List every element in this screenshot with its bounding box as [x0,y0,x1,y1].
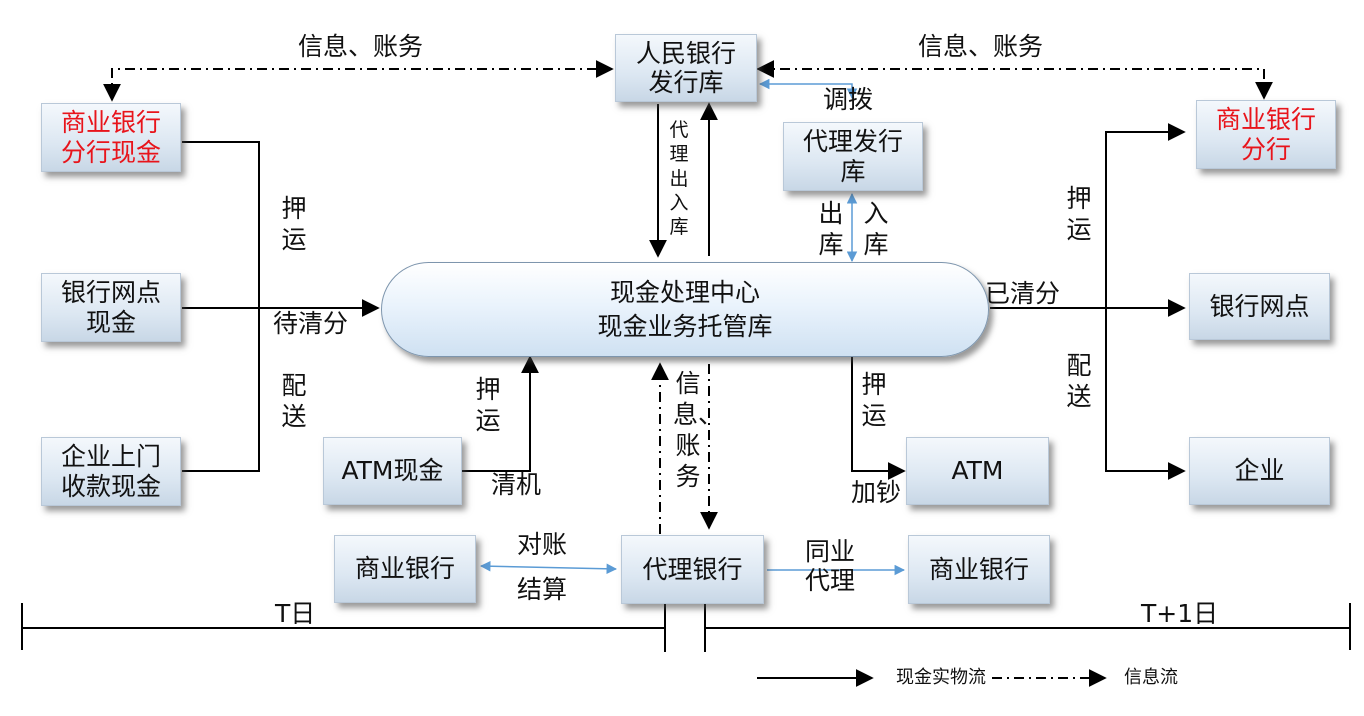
escort-atm-cash-label: 押运 [475,375,501,435]
enterprise: 企业 [1189,437,1330,505]
cb-branch-cash: 商业银行 分行现金 [41,103,181,172]
proxy-issue-vault: 代理发行 库 [783,122,923,191]
t-day-label: T日 [275,599,316,628]
legend-cash-flow: 现金实物流 [896,667,986,688]
info-center-label: 信息、账务 [673,369,724,491]
info-label-right: 信息、账务 [918,32,1044,61]
transfer-arrow [758,78,858,100]
out-label: 出库 [818,199,844,259]
cb-left: 商业银行 [334,535,476,603]
info-flow-right-line [756,60,1273,100]
add-cash-label: 加钞 [851,478,902,507]
right-distribute-bracket [1105,123,1186,308]
corp-collect-cash: 企业上门 收款现金 [41,437,181,506]
add-cash-arrow [851,357,906,480]
outlet-cash: 银行网点 现金 [41,273,181,342]
cb-branch: 商业银行 分行 [1196,100,1336,169]
cash-processing-center: 现金处理中心 现金业务托管库 [381,262,989,357]
reconcile-arrow [479,560,618,575]
escort-right-label: 押运 [1066,184,1092,244]
reconcile-label: 对账 [517,530,568,559]
settle-label: 结算 [517,575,568,604]
clear-machine-arrow [462,355,539,472]
info-flow-left-line [103,60,614,102]
info-label-left: 信息、账务 [298,32,424,61]
timeline-t [21,603,666,652]
escort-atm-label: 押运 [861,370,887,430]
left-collect-bracket [182,141,260,472]
agent-bank: 代理银行 [621,535,764,604]
legend-info-flow: 信息流 [1124,667,1178,688]
timeline-t1 [704,603,1351,652]
atm: ATM [906,437,1049,505]
clear-machine-label: 清机 [491,470,542,499]
bank-outlet: 银行网点 [1189,273,1330,340]
atm-cash: ATM现金 [323,437,462,505]
in-label: 入库 [863,199,889,259]
right-distribute-bottom [1105,308,1186,480]
proxy-inout-label: 代理出入库 [669,119,689,239]
deliver-left-label: 配送 [281,371,307,431]
deliver-right-label: 配送 [1066,351,1092,411]
cb-right: 商业银行 [908,535,1050,604]
t1-day-label: T+1日 [1141,599,1219,628]
transfer-label: 调拨 [823,85,874,114]
interbank-label: 同业 代理 [805,537,856,595]
pending-label: 待清分 [273,309,349,338]
sorted-label: 已清分 [985,279,1061,308]
pbc-issue-vault: 人民银行 发行库 [615,34,757,102]
escort-left-label: 押运 [281,194,307,254]
